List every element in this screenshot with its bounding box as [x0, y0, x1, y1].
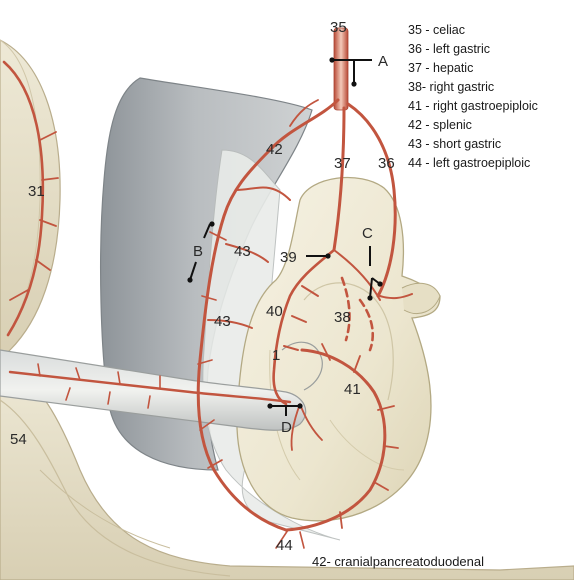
legend-item: 44 - left gastroepiploic: [408, 156, 530, 170]
label-43-upper: 43: [234, 243, 251, 260]
label-54: 54: [10, 431, 27, 448]
label-b: B: [193, 243, 203, 260]
pointer-39: [306, 253, 331, 259]
label-31: 31: [28, 183, 45, 200]
label-43-lower: 43: [214, 313, 231, 330]
legend-item: 36 - left gastric: [408, 42, 490, 56]
legend: 35 - celiac 36 - left gastric 37 - hepat…: [408, 23, 538, 170]
legend-item: 41 - right gastroepiploic: [408, 99, 538, 113]
label-39: 39: [280, 249, 297, 266]
marker-a: [329, 57, 372, 87]
legend-item: 35 - celiac: [408, 23, 465, 37]
marker-b: [187, 221, 215, 283]
label-d: D: [281, 419, 292, 436]
footnote: 42- cranialpancreatoduodenal: [312, 554, 484, 569]
label-c: C: [362, 225, 373, 242]
celiac-trunk: [333, 27, 349, 111]
label-35: 35: [330, 19, 347, 36]
label-1: 1: [272, 347, 280, 364]
marker-d: [267, 403, 303, 416]
label-36: 36: [378, 155, 395, 172]
label-40: 40: [266, 303, 283, 320]
label-37: 37: [334, 155, 351, 172]
marker-c: [367, 246, 383, 301]
arteries: [8, 98, 413, 549]
legend-item: 38- right gastric: [408, 80, 494, 94]
label-a: A: [378, 53, 388, 70]
label-44: 44: [276, 537, 293, 554]
label-41: 41: [344, 381, 361, 398]
legend-item: 42 - splenic: [408, 118, 472, 132]
legend-item: 43 - short gastric: [408, 137, 501, 151]
label-42: 42: [266, 141, 283, 158]
label-38: 38: [334, 309, 351, 326]
intestine-loop-left: [0, 39, 61, 361]
legend-item: 37 - hepatic: [408, 61, 473, 75]
